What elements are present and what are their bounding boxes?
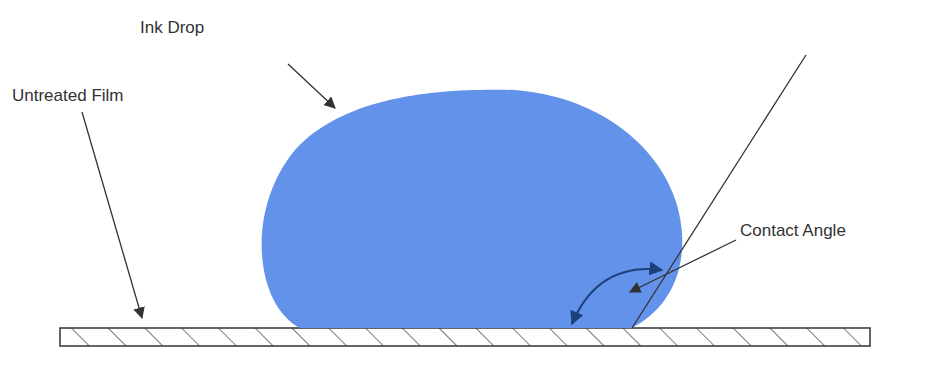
part-label: Ink Drop [140, 18, 204, 37]
leader-line [288, 64, 335, 108]
leader-line [82, 112, 142, 318]
part-label: Contact Angle [740, 221, 846, 240]
ink-drop [262, 90, 683, 328]
leader-line [630, 240, 736, 292]
part-label-box: Contact Angle [740, 221, 846, 241]
part-label-box: Untreated Film [12, 86, 123, 106]
part-label: Untreated Film [12, 86, 123, 105]
part-label-box: Ink Drop [140, 18, 204, 38]
untreated-film [60, 328, 870, 346]
angle-arc [572, 269, 662, 324]
tangent-line [632, 55, 806, 328]
